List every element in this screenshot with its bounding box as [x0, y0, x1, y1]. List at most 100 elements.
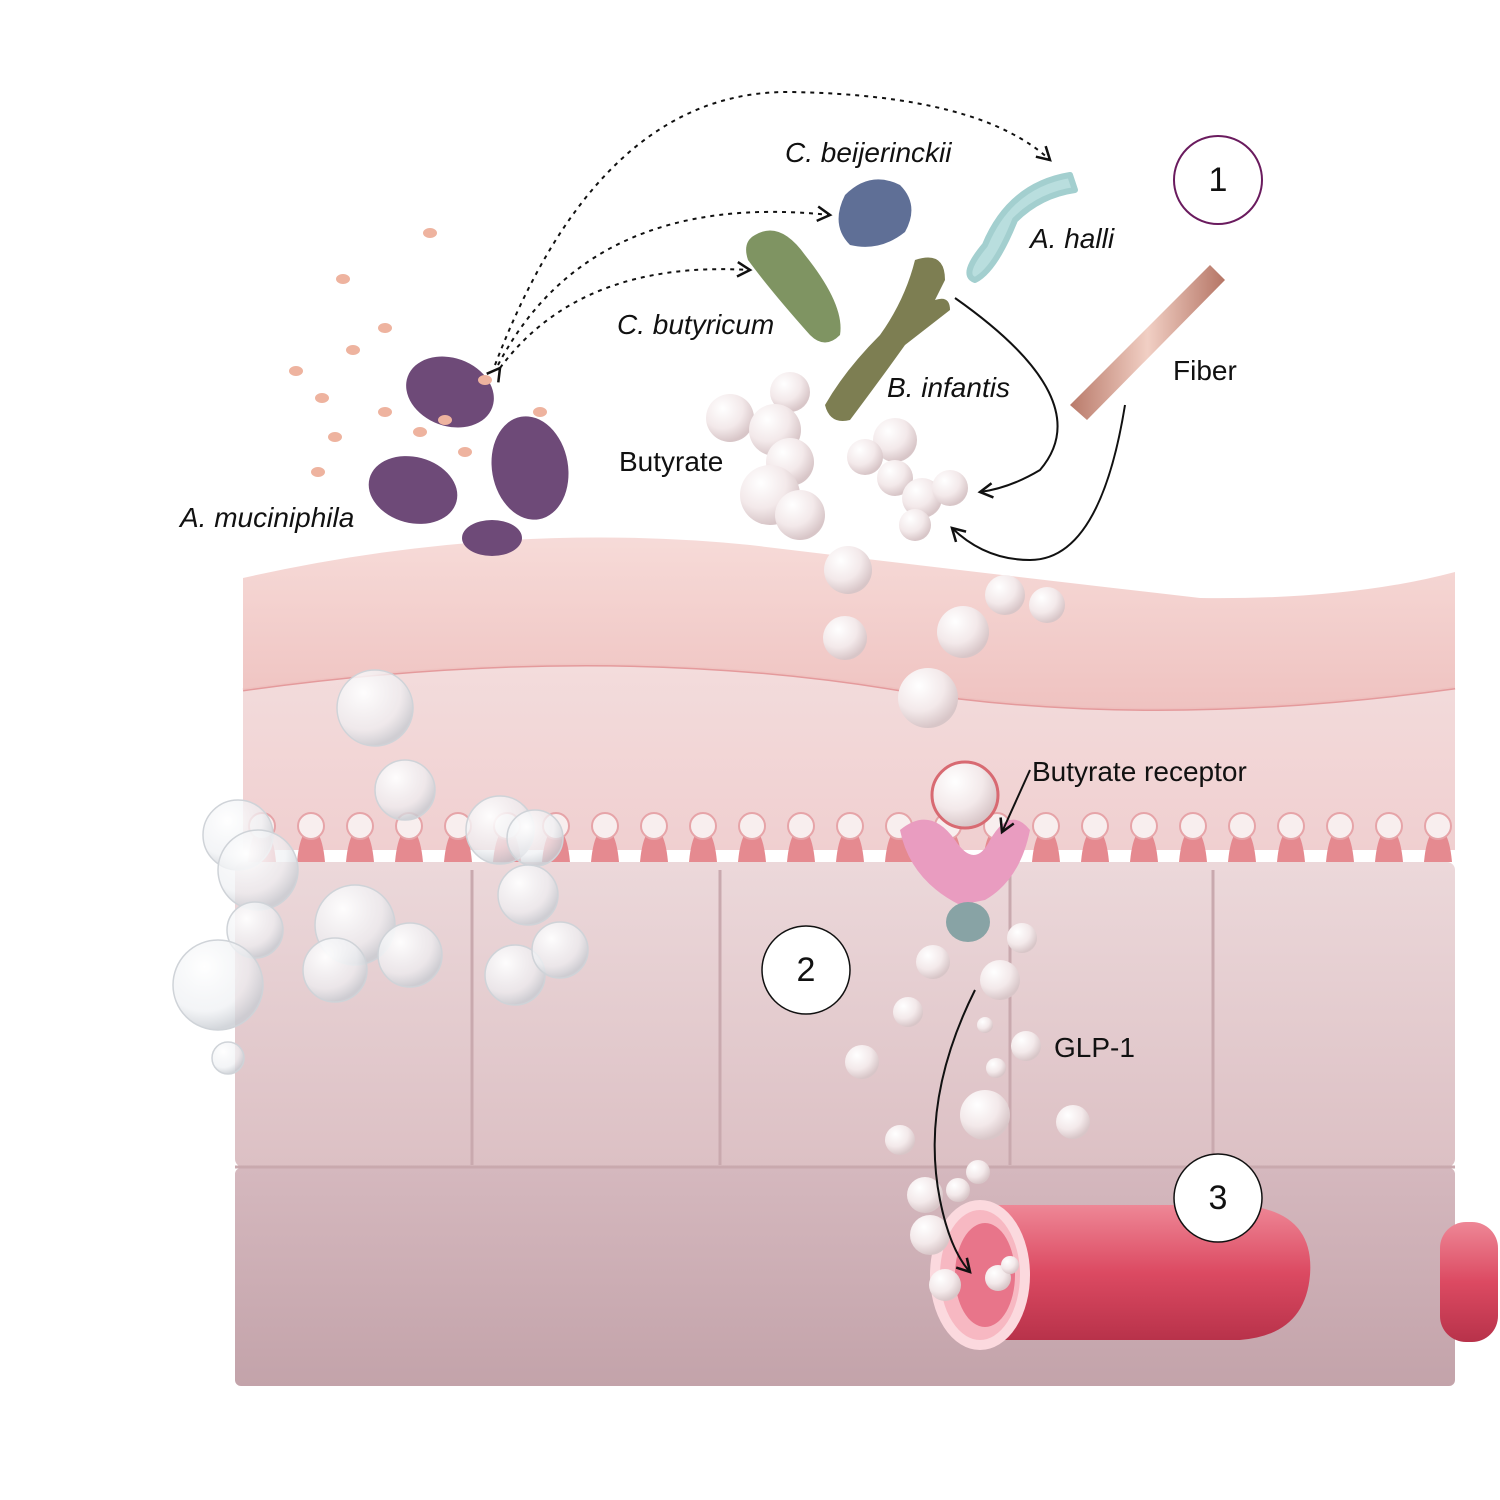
microvillus-base: [346, 832, 374, 862]
molecule: [1007, 923, 1037, 953]
svg-text:3: 3: [1209, 1179, 1228, 1217]
microvilli-row: [248, 812, 1452, 862]
molecule: [775, 490, 825, 540]
microvillus-base: [1326, 832, 1354, 862]
microvillus-base: [1228, 832, 1256, 862]
microvillus: [1179, 812, 1207, 840]
glass-bubble: [374, 759, 436, 821]
molecule: [823, 616, 867, 660]
particle: [438, 415, 452, 425]
microvillus: [836, 812, 864, 840]
label-c-butyricum: C. butyricum: [617, 309, 774, 340]
molecule: [1011, 1031, 1041, 1061]
particle: [378, 323, 392, 333]
label-a-muciniphila: A. muciniphila: [178, 502, 354, 533]
particle: [478, 375, 492, 385]
b-infantis-bacterium: [825, 257, 950, 421]
dotted-arrow-to-a-halli: [494, 90, 1052, 366]
microvillus: [297, 812, 325, 840]
glass-bubble: [211, 1041, 245, 1075]
molecule: [885, 1125, 915, 1155]
microvillus: [1032, 812, 1060, 840]
label-butyrate: Butyrate: [619, 446, 723, 477]
microvillus-base: [591, 832, 619, 862]
microvillus: [738, 812, 766, 840]
molecule: [985, 575, 1025, 615]
glass-bubble: [531, 921, 589, 979]
step-marker-2: 2: [761, 925, 851, 1015]
molecule: [980, 960, 1020, 1000]
microvillus: [640, 812, 668, 840]
label-glp1: GLP-1: [1054, 1032, 1135, 1063]
pointer-butyrate-receptor: [999, 769, 1031, 835]
arrows: [486, 90, 1126, 1274]
molecule: [845, 1045, 879, 1079]
microvillus: [1081, 812, 1109, 840]
glass-bubble: [226, 901, 284, 959]
microvillus: [1277, 812, 1305, 840]
microvillus: [346, 812, 374, 840]
microvillus-base: [640, 832, 668, 862]
label-a-halli: A. halli: [1028, 223, 1115, 254]
particle-cluster: [289, 228, 547, 477]
glass-bubble: [377, 922, 443, 988]
molecule: [893, 997, 923, 1027]
molecule: [960, 1090, 1010, 1140]
svg-text:2: 2: [797, 951, 816, 989]
microvillus-base: [738, 832, 766, 862]
microvillus-base: [1032, 832, 1060, 862]
a-muciniphila-bacteria: [368, 356, 569, 556]
dotted-arrow-to-c-beijerinckii: [497, 205, 833, 366]
label-b-infantis: B. infantis: [887, 372, 1010, 403]
microvillus-base: [787, 832, 815, 862]
microvillus-base: [1277, 832, 1305, 862]
glass-bubble: [506, 809, 564, 867]
molecule: [877, 460, 913, 496]
microvillus: [787, 812, 815, 840]
microvillus-base: [836, 832, 864, 862]
arrow-glp1-to-vessel: [933, 989, 976, 1274]
particle: [378, 407, 392, 417]
molecule: [847, 439, 883, 475]
molecule: [946, 1178, 970, 1202]
a-halli-bacterium: [966, 172, 1078, 283]
microvillus-base: [395, 832, 423, 862]
microvillus-base: [1081, 832, 1109, 862]
glass-bubble: [484, 944, 546, 1006]
molecule: [1001, 1256, 1019, 1274]
particle: [289, 366, 303, 376]
microvillus: [1130, 812, 1158, 840]
label-fiber: Fiber: [1173, 355, 1237, 386]
microvillus-base: [1130, 832, 1158, 862]
c-butyricum-bacterium: [746, 230, 841, 343]
label-butyrate-receptor: Butyrate receptor: [1032, 756, 1247, 787]
arrow-b-infantis-to-butyrate: [954, 297, 1059, 499]
molecule: [899, 509, 931, 541]
molecule: [986, 1058, 1006, 1078]
svg-text:1: 1: [1209, 161, 1228, 199]
molecule: [929, 1269, 961, 1301]
particle: [311, 467, 325, 477]
microvillus-base: [297, 832, 325, 862]
microvillus: [1424, 812, 1452, 840]
particle: [458, 447, 472, 457]
glass-bubble: [172, 939, 264, 1031]
arrow-fiber-to-butyrate: [950, 404, 1126, 562]
molecule: [907, 1177, 943, 1213]
microvillus: [689, 812, 717, 840]
particle: [423, 228, 437, 238]
molecule: [898, 668, 958, 728]
molecule: [1056, 1105, 1090, 1139]
glass-bubble: [217, 829, 299, 911]
microvillus: [591, 812, 619, 840]
glass-bubble: [497, 864, 559, 926]
molecule: [873, 418, 917, 462]
molecule: [977, 1017, 993, 1033]
butyrate-and-glp1-molecules: [172, 372, 1090, 1301]
molecule: [1029, 587, 1065, 623]
butyrate-receptor: [900, 760, 1030, 942]
glass-bubble: [336, 669, 414, 747]
microvillus: [1326, 812, 1354, 840]
